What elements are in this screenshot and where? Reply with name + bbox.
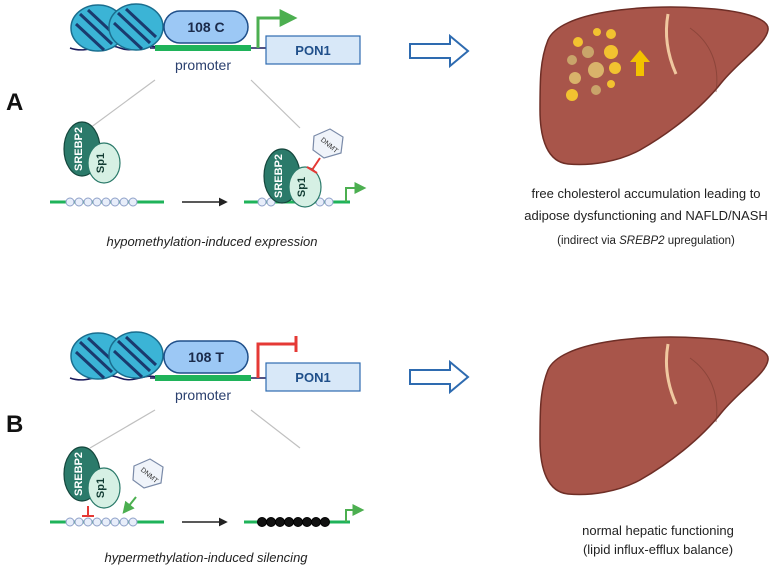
promoter-region-b — [155, 375, 251, 381]
transcription-arrow-b-small — [345, 504, 365, 522]
up-arrow-a — [630, 50, 650, 76]
allele-label-b: 108 T — [188, 349, 224, 365]
outcome-a-line1: free cholesterol accumulation leading to — [531, 186, 760, 201]
panel-a: A 108 C promoter PON1 SREBP2 Sp1 — [6, 3, 769, 249]
gene-box-a — [265, 35, 361, 65]
promoter-region-a — [155, 45, 251, 51]
inhibition-mark-a — [306, 157, 321, 174]
sp1-label-a2: Sp1 — [296, 177, 308, 197]
methylation-arrow-b — [122, 496, 137, 514]
outcome-b-line1: normal hepatic functioning — [582, 523, 734, 538]
big-arrow-b — [409, 359, 470, 395]
promoter-label-b: promoter — [175, 387, 231, 403]
inhibition-mark-b — [82, 506, 94, 517]
outcome-b-line2: (lipid influx-efflux balance) — [583, 542, 733, 557]
caption-a: hypomethylation-induced expression — [106, 234, 317, 249]
liver-b — [539, 336, 769, 496]
tf-complex-b: SREBP2 Sp1 — [63, 446, 121, 509]
promoter-label-a: promoter — [175, 57, 231, 73]
dnmt-shape-b — [132, 458, 164, 489]
panel-label-a: A — [6, 89, 23, 116]
gene-label-a: PON1 — [295, 43, 330, 58]
panel-label-b: B — [6, 411, 23, 438]
allele-box-a — [163, 10, 249, 44]
caption-b: hypermethylation-induced silencing — [104, 550, 308, 565]
nucleosomes-a — [69, 3, 164, 52]
transcription-arrow-a — [256, 9, 298, 48]
sp1-label-a1: Sp1 — [95, 153, 107, 173]
srebp2-label-a2: SREBP2 — [273, 154, 285, 198]
allele-box-b — [163, 340, 249, 374]
dnmt-shape-a — [312, 128, 344, 159]
liver-a — [539, 6, 769, 166]
allele-label-a: 108 C — [187, 19, 224, 35]
cpg-sites-a-left — [65, 197, 138, 207]
srebp2-label-b: SREBP2 — [73, 452, 85, 496]
tf-complex-a-right: SREBP2 Sp1 — [263, 148, 322, 208]
sp1-label-b: Sp1 — [95, 478, 107, 498]
panel-b: B 108 T promoter PON1 SREBP2 Sp1 DNMT — [6, 331, 769, 565]
tf-complex-a-left: SREBP2 Sp1 — [63, 121, 121, 184]
cpg-sites-a-right — [257, 197, 334, 207]
cpg-sites-b-left — [65, 517, 138, 527]
nucleosomes-b — [69, 331, 164, 381]
srebp2-label-a1: SREBP2 — [73, 127, 85, 171]
gene-box-b — [265, 362, 361, 392]
outcome-a-note: (indirect via SREBP2 upregulation) — [557, 235, 735, 247]
outcome-a-line2: adipose dysfunctioning and NAFLD/NASH — [524, 208, 768, 223]
gene-label-b: PON1 — [295, 370, 330, 385]
transcription-block-b — [256, 336, 298, 378]
methylated-cpg-b — [257, 517, 330, 527]
fat-droplets-a — [566, 28, 621, 101]
transcription-arrow-a-small — [345, 182, 367, 202]
big-arrow-a — [409, 33, 470, 69]
